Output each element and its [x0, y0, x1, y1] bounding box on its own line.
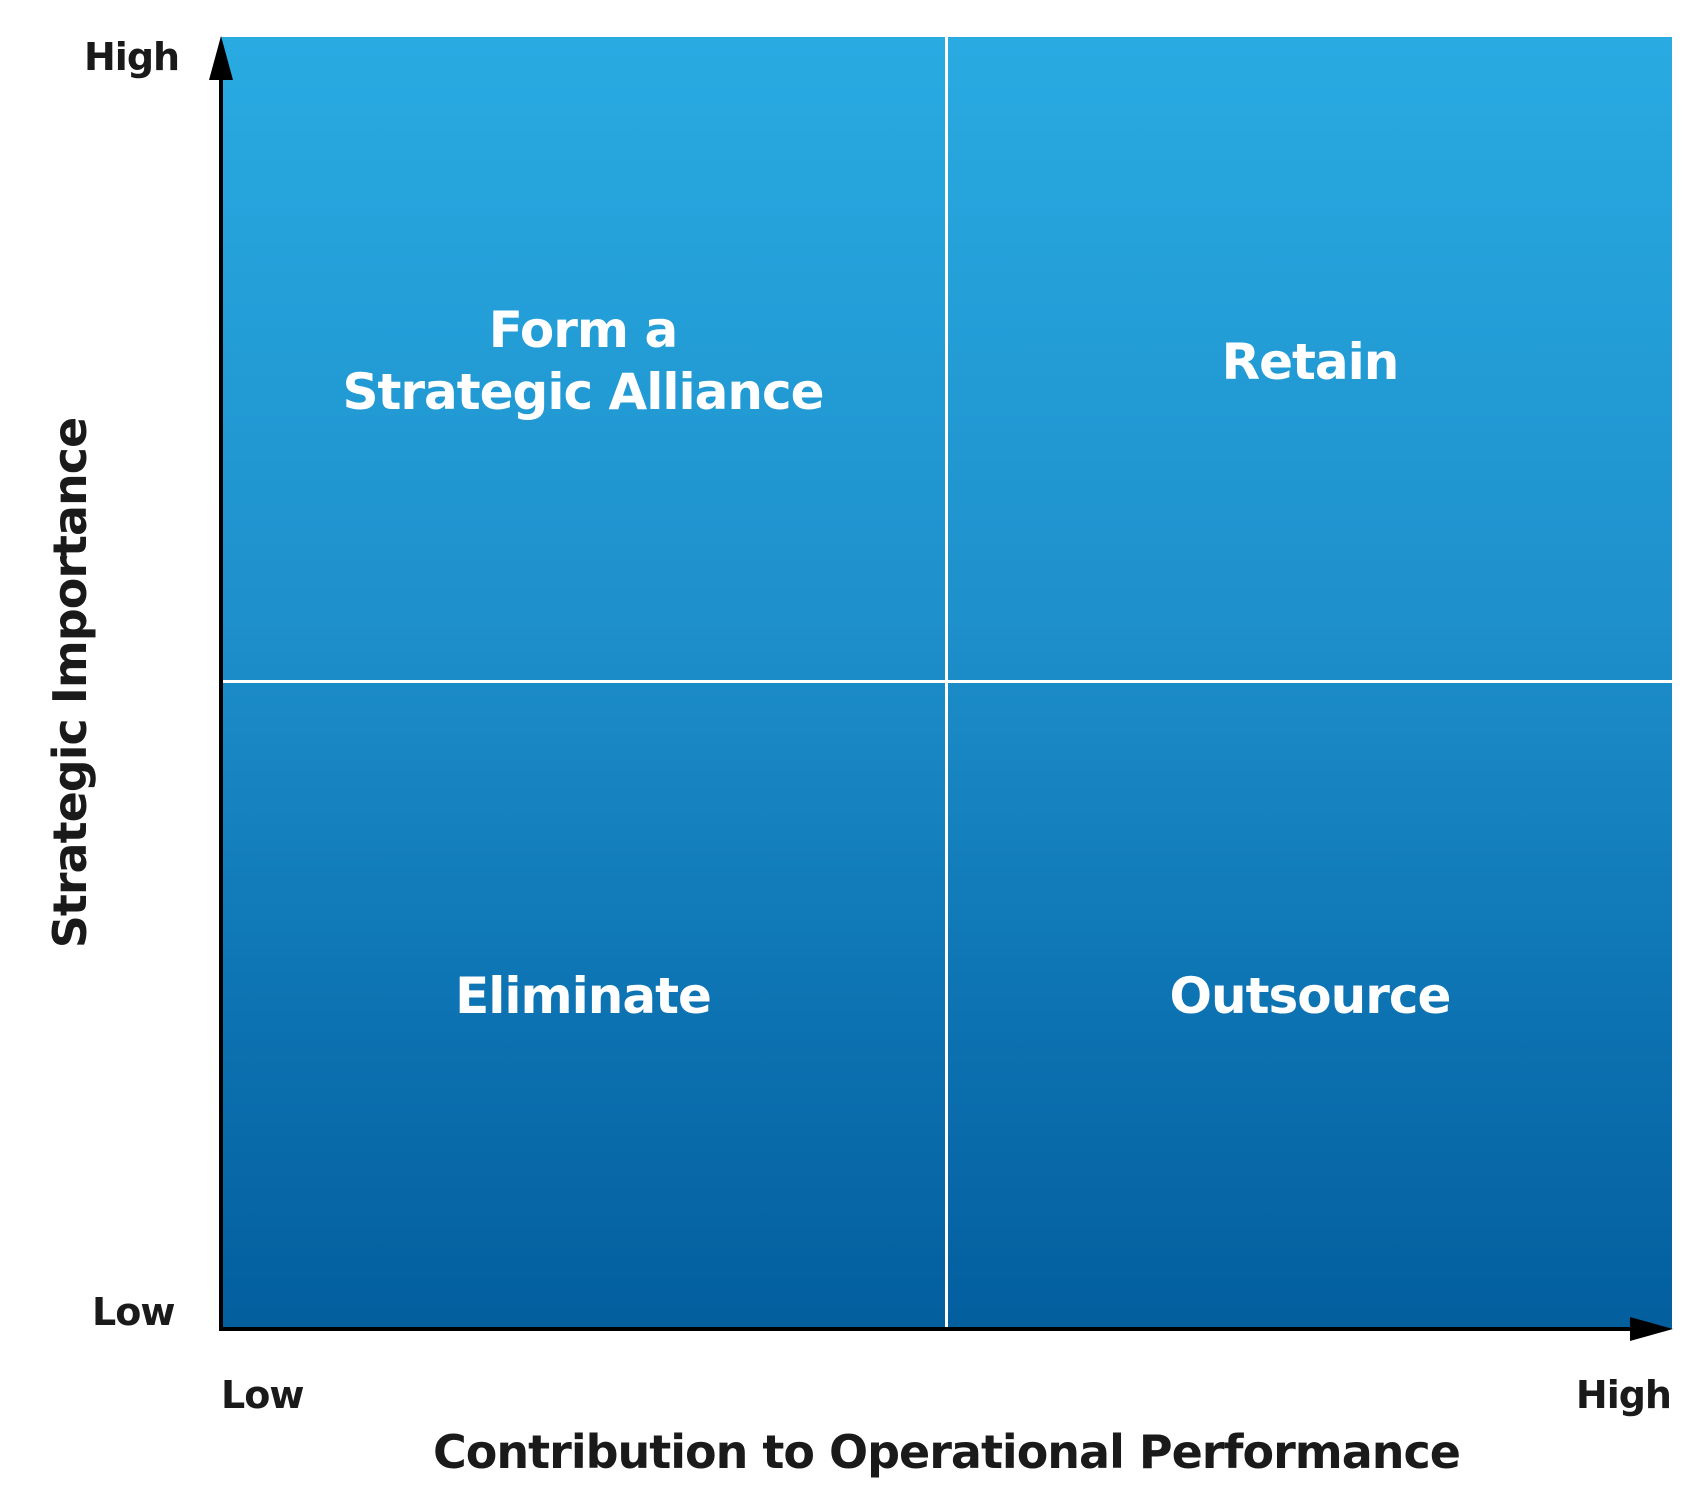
quadrant-retain: Retain — [1221, 333, 1400, 391]
y-axis-title: Strategic Importance — [43, 417, 97, 949]
quadrant-form-strategic-alliance: Form a Strategic Alliance — [221, 299, 945, 423]
vertical-divider — [945, 37, 948, 1329]
quadrant-matrix: Form a Strategic Alliance Retain Elimina… — [221, 37, 1672, 1329]
quadrant-outsource: Outsource — [1169, 967, 1452, 1025]
horizontal-divider — [221, 680, 1672, 683]
quadrant-label-line-2: Strategic Alliance — [342, 363, 824, 421]
y-axis-arrow-icon — [209, 36, 233, 80]
x-axis-title: Contribution to Operational Performance — [433, 1425, 1461, 1479]
x-axis-low-label: Low — [221, 1373, 304, 1417]
quadrant-label-line-1: Form a — [488, 301, 678, 359]
x-axis-high-label: High — [1575, 1373, 1672, 1417]
y-axis-high-label: High — [84, 35, 180, 79]
y-axis-low-label: Low — [92, 1290, 175, 1334]
x-axis-arrow-icon — [1630, 1317, 1673, 1341]
quadrant-eliminate: Eliminate — [455, 967, 712, 1025]
